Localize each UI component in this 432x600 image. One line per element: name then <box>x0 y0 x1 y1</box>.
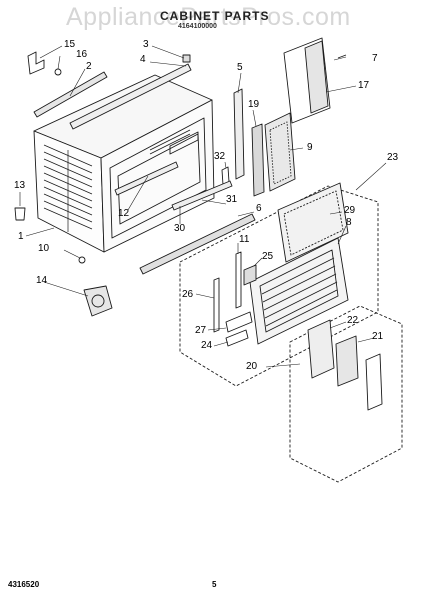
diagram-subtitle: 4164100000 <box>178 23 217 30</box>
callout-25: 25 <box>262 251 274 262</box>
bottom-strip <box>139 213 256 275</box>
callout-10: 10 <box>38 243 50 254</box>
callout-15: 15 <box>64 39 76 50</box>
callout-19: 19 <box>248 99 260 110</box>
screw <box>54 68 62 76</box>
mounting-bracket <box>27 51 45 75</box>
callout-3: 3 <box>143 39 149 50</box>
callout-29: 29 <box>344 205 356 216</box>
side-slat <box>213 277 220 333</box>
callout-12: 12 <box>118 208 130 219</box>
filter-column <box>251 123 265 197</box>
diagram-title: CABINET PARTS <box>160 9 270 23</box>
callout-2: 2 <box>86 61 92 72</box>
cabinet-shell <box>33 63 215 253</box>
callout-14: 14 <box>36 275 48 286</box>
callout-20: 20 <box>246 361 258 372</box>
callout-27: 27 <box>195 325 207 336</box>
callout-4: 4 <box>140 54 146 65</box>
cabinet-screw <box>78 256 86 264</box>
control-tab <box>243 264 257 286</box>
callout-11: 11 <box>239 234 250 245</box>
callout-26: 26 <box>182 289 194 300</box>
callout-22: 22 <box>347 315 359 326</box>
callout-7: 7 <box>372 53 378 64</box>
callout-24: 24 <box>201 340 213 351</box>
vertical-slat <box>235 251 242 309</box>
louver <box>335 335 359 387</box>
callout-5: 5 <box>237 62 243 73</box>
callout-30: 30 <box>174 223 186 234</box>
document-number: 4316520 <box>8 580 40 589</box>
callout-8: 8 <box>346 217 352 228</box>
watermark: AppliancePartsPros.com <box>66 3 351 31</box>
callout-9: 9 <box>307 142 313 153</box>
vertical-channel <box>233 88 245 180</box>
callout-32: 32 <box>214 151 226 162</box>
callout-31: 31 <box>226 194 238 205</box>
window-curtain-frame <box>283 37 347 124</box>
louver-block <box>307 319 335 379</box>
drain-plug <box>14 207 26 221</box>
knob <box>225 329 249 347</box>
base-rail <box>171 180 233 211</box>
callout-23: 23 <box>387 152 399 163</box>
leader-lines <box>19 45 387 368</box>
page-number: 5 <box>212 580 217 589</box>
callout-16: 16 <box>76 49 88 60</box>
callout-13: 13 <box>14 180 26 191</box>
motor-mount <box>83 285 113 317</box>
front-grille <box>277 182 349 263</box>
grommet <box>182 54 191 63</box>
callout-1: 1 <box>18 231 24 242</box>
knob-plate <box>225 311 253 333</box>
end-cap <box>365 353 383 411</box>
callout-17: 17 <box>358 80 370 91</box>
front-assembly-outline <box>179 185 403 483</box>
callout-6: 6 <box>256 203 262 214</box>
callout-21: 21 <box>372 331 384 342</box>
front-panel <box>249 237 349 345</box>
air-filter <box>264 112 296 192</box>
